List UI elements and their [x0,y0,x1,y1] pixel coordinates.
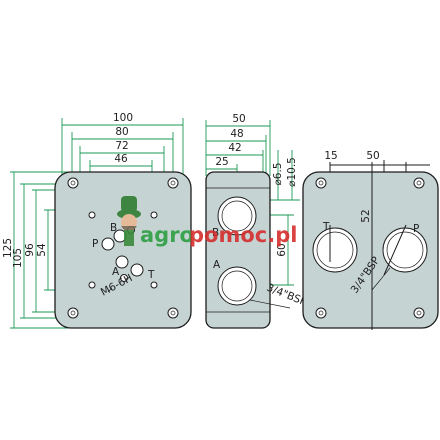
back-dim-15: 15 [324,150,337,162]
front-dim-46: 46 [114,153,128,165]
front-port-t-label: T [147,269,155,281]
back-view: 15 50 52 T P 3/4"BSP [302,150,439,330]
back-port-t [312,227,358,273]
side-view: 50 48 42 25 ⌀6.5 ⌀10.5 60 B A 3/4"BSP [205,113,308,329]
back-corner-holes [315,177,425,319]
side-port-b [217,196,257,236]
front-port-b-label: B [110,222,117,234]
front-port-holes [101,229,144,277]
front-dim-80: 80 [115,126,128,138]
front-dim-100: 100 [113,112,133,124]
front-view-body [54,171,192,329]
front-dim-72: 72 [115,140,128,152]
side-dim-60: 60 [276,243,288,256]
side-port-a-label: A [213,259,221,271]
back-port-p [382,227,428,273]
side-dim-48: 48 [230,128,243,140]
side-port-a [217,266,257,306]
side-dim-50: 50 [232,113,245,125]
back-dim-52: 52 [360,209,372,222]
front-port-a-label: A [112,266,120,278]
back-port-p-label: P [413,223,419,235]
back-view-body [302,171,439,329]
side-view-dimension-lines [205,120,300,286]
front-port-p-label: P [92,238,98,250]
front-dim-96: 96 [24,243,36,257]
side-dim-42: 42 [228,142,241,154]
back-port-t-label: T [322,221,330,233]
watermark-brand-red: pomoc.pl [189,223,297,247]
agropomoc-watermark: agro pomoc.pl [117,196,297,247]
side-dim-d65: ⌀6.5 [272,162,284,185]
front-dim-54: 54 [36,243,48,257]
front-view: 100 80 72 46 125 105 96 54 P B A T M6-6H [2,112,192,329]
watermark-brand-green: agro [140,223,194,247]
side-dim-d105: ⌀10.5 [286,157,298,187]
front-corner-holes [67,177,179,319]
back-dim-50: 50 [366,150,379,162]
side-dim-25: 25 [215,156,228,168]
side-port-b-label: B [212,227,219,239]
mascot-logo [117,196,141,246]
front-dim-105: 105 [12,248,24,268]
front-dim-125: 125 [2,238,14,258]
